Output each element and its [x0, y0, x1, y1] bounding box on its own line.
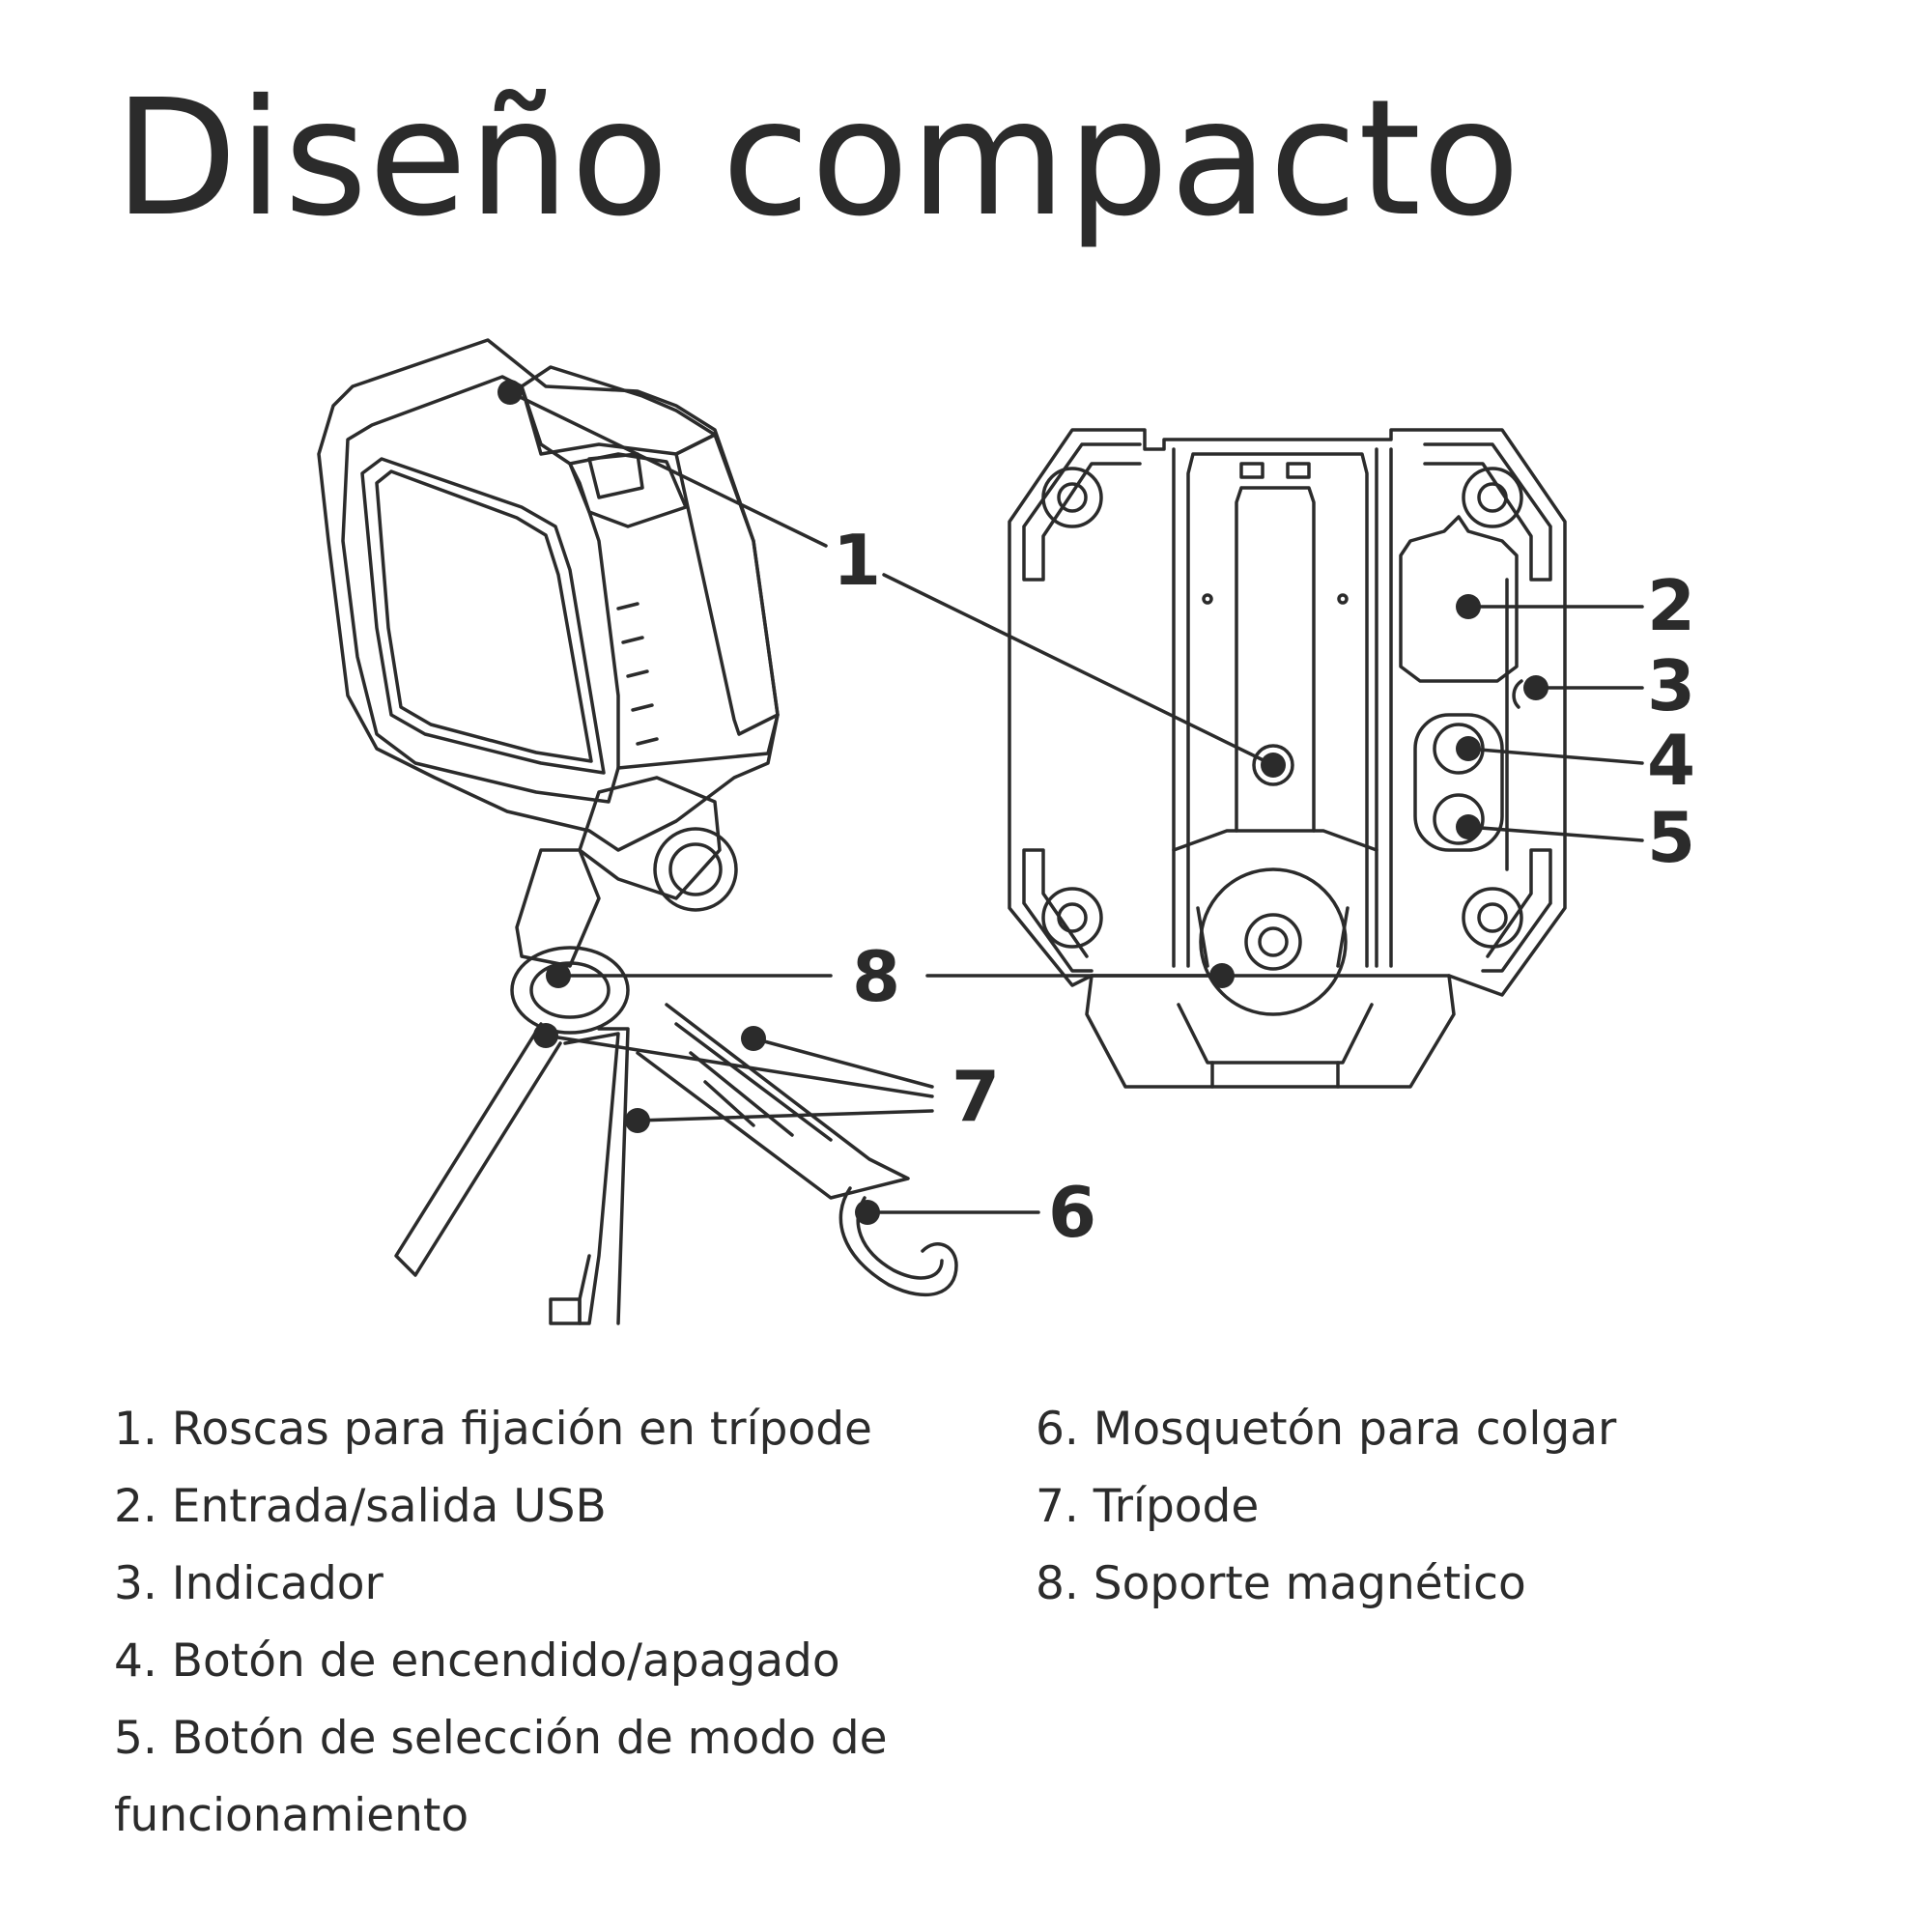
legend-right: 6. Mosquetón para colgar 7. Trípode 8. S…	[1036, 1391, 1866, 1623]
legend-left: 1. Roscas para fijación en trípode 2. En…	[114, 1391, 1003, 1855]
callout-5: 5	[1647, 797, 1695, 878]
legend-item-3: 3. Indicador	[114, 1557, 384, 1610]
front-view-lamp	[317, 338, 958, 1325]
page-title: Diseño compacto	[114, 66, 1521, 252]
product-diagram: 1 2 3 4 5 6 7 8	[317, 338, 1695, 1325]
callout-8: 8	[852, 936, 900, 1017]
legend-item-6: 6. Mosquetón para colgar	[1036, 1403, 1617, 1456]
legend-item-8: 8. Soporte magnético	[1036, 1557, 1526, 1610]
callout-2: 2	[1647, 565, 1695, 646]
legend-item-2: 2. Entrada/salida USB	[114, 1480, 607, 1533]
legend-item-4: 4. Botón de encendido/apagado	[114, 1634, 840, 1688]
legend-item-7: 7. Trípode	[1036, 1480, 1260, 1533]
callout-dots	[497, 380, 1548, 1225]
legend-item-1: 1. Roscas para fijación en trípode	[114, 1403, 872, 1456]
legend-item-5: 5. Botón de selección de modo de	[114, 1712, 888, 1765]
leader-lines	[508, 390, 1644, 1214]
back-view-lamp	[1008, 428, 1567, 1089]
legend-item-5-cont: funcionamiento	[114, 1789, 469, 1842]
callout-7: 7	[952, 1056, 1000, 1137]
callout-6: 6	[1048, 1172, 1096, 1253]
callout-1: 1	[833, 520, 881, 601]
callout-3: 3	[1647, 645, 1695, 726]
callout-4: 4	[1647, 720, 1695, 801]
